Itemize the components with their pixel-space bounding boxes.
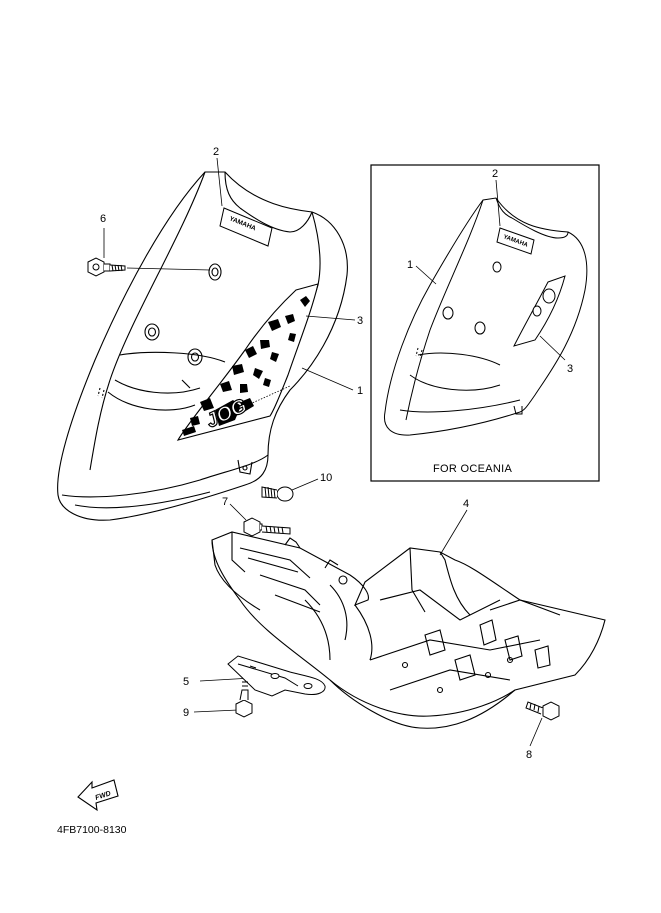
callout-4: 4 <box>463 498 469 510</box>
callout-10: 10 <box>320 472 332 484</box>
oceania-inset: YAMAHA 2 1 3 FOR OCEANIA <box>370 164 600 482</box>
callout-7: 7 <box>222 496 228 508</box>
fwd-arrow-icon: FWD <box>77 779 119 812</box>
main-leaders <box>103 157 543 747</box>
fwd-label: FWD <box>94 790 111 802</box>
screw-6 <box>87 257 126 277</box>
callout-2-main: 2 <box>213 146 219 158</box>
bracket-5 <box>227 655 326 697</box>
bolt-8 <box>525 701 560 721</box>
bolt-9 <box>235 681 253 718</box>
callout-1-main: 1 <box>357 385 363 397</box>
callout-5: 5 <box>183 676 189 688</box>
callout-3-main: 3 <box>357 315 363 327</box>
front-cover-main <box>57 171 348 521</box>
callout-1-inset: 1 <box>407 259 413 271</box>
bolt-7 <box>243 517 291 537</box>
callout-2-inset: 2 <box>492 168 498 180</box>
callout-8: 8 <box>526 749 532 761</box>
floor-board <box>211 531 606 729</box>
inset-label: FOR OCEANIA <box>433 463 512 475</box>
callout-3-inset: 3 <box>567 363 573 375</box>
yamaha-emblem-main: YAMAHA <box>219 207 273 247</box>
callout-6: 6 <box>100 213 106 225</box>
screw-10 <box>261 486 294 502</box>
callout-9: 9 <box>183 707 189 719</box>
diagram-code: 4FB7100-8130 <box>57 824 127 836</box>
jog-decal-main: JOG <box>176 283 319 441</box>
